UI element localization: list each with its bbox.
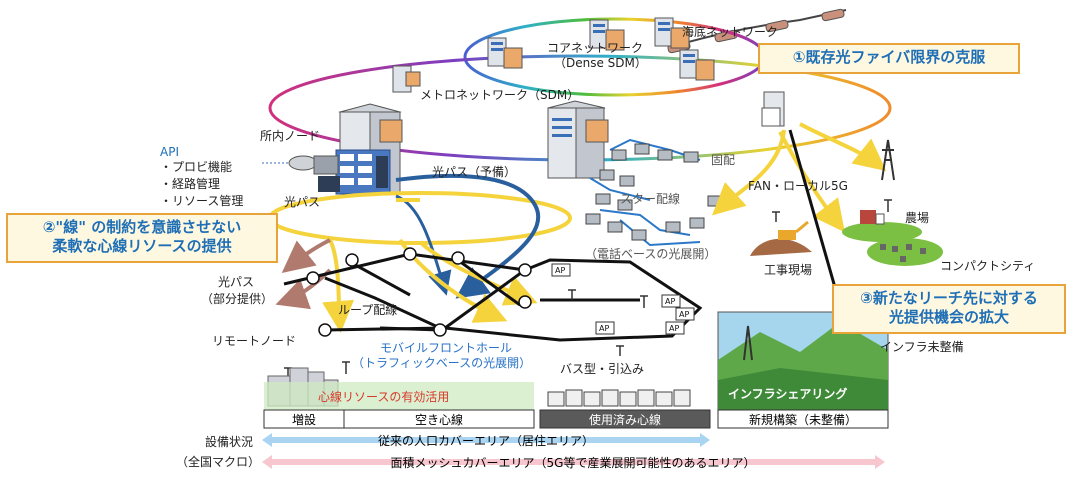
mobile-fronthaul-label-2: （トラフィックベースの光展開）	[352, 356, 531, 370]
loop-nodes	[306, 247, 532, 337]
partial-path-arrows	[275, 238, 332, 310]
status-new-label: 新規構築（未整備）	[749, 412, 857, 427]
callout-overcome-limit: ①既存光ファイバ限界の克服	[758, 43, 1020, 74]
status-expansion-label: 増設	[292, 412, 316, 427]
api-item-3: ・リソース管理	[160, 193, 243, 208]
office-node-server	[335, 103, 403, 195]
api-item-2: ・経路管理	[160, 176, 220, 191]
central-office-server	[547, 100, 609, 179]
callout-2-line-1: ②"線" の制約を意識させない	[42, 218, 242, 236]
star-wiring-label: スター配線	[620, 191, 680, 206]
metro-server	[392, 65, 421, 93]
area-mesh-label: 面積メッシュカバーエリア（5G等で産業展開可能性のあるエリア）	[391, 455, 756, 470]
construction-site-label: 工事現場	[764, 263, 812, 277]
office-node-label: 所内ノード	[260, 129, 320, 143]
callout-new-reach: ③新たなリーチ先に対する 光提供機会の拡大	[832, 284, 1066, 334]
fixed-label: 固配	[711, 153, 735, 167]
remote-node-label: リモートノード	[212, 334, 296, 348]
callout-3-line-1: ③新たなリーチ先に対する	[860, 289, 1038, 307]
effective-use-label: 心線リソースの有効活用	[318, 389, 449, 404]
core-label-2: （Dense SDM）	[554, 56, 647, 70]
status-used-label: 使用済み心線	[589, 412, 661, 427]
status-box-idle: 空き心線	[343, 409, 535, 429]
compact-city-label: コンパクトシティ	[940, 259, 1035, 273]
backup-optical-path	[395, 173, 541, 299]
loop-wiring	[283, 252, 703, 342]
national-macro-label: （全国マクロ）	[176, 454, 260, 469]
core-label-1: コアネットワーク	[547, 41, 643, 55]
metro-label: メトロネットワーク（SDM）	[420, 88, 579, 102]
ap-label: AP	[599, 324, 609, 333]
mobile-fronthaul-label-1: モバイルフロントホール	[380, 341, 512, 355]
ap-label: AP	[669, 324, 679, 333]
coverage-arrow-area: 面積メッシュカバーエリア（5G等で産業展開可能性のあるエリア）	[262, 455, 885, 470]
status-idle-label: 空き心線	[415, 412, 463, 427]
loop-wiring-label: ループ配線	[338, 302, 397, 317]
callout-flexible-core: ②"線" の制約を意識させない 柔軟な心線リソースの提供	[6, 213, 278, 263]
onu-device	[262, 155, 339, 175]
status-box-used: 使用済み心線	[539, 409, 711, 429]
infra-undeveloped-label: インフラ未整備	[880, 339, 964, 354]
submarine-label: 海底ネットワーク	[682, 24, 778, 39]
farm-icon	[842, 210, 922, 242]
status-box-expansion: 増設	[263, 409, 345, 429]
coverage-arrow-population: 従来の人口カバーエリア（居住エリア）	[262, 433, 710, 448]
callout-1-text: ①既存光ファイバ限界の克服	[792, 48, 986, 66]
buildings-used	[547, 389, 691, 407]
population-area-label: 従来の人口カバーエリア（居住エリア）	[378, 434, 594, 448]
bus-type-label: バス型・引込み	[560, 362, 644, 376]
optical-path-label: 光パス	[284, 195, 320, 209]
effective-use-band	[264, 382, 534, 410]
facility-status-label: 設備状況	[205, 434, 253, 449]
terminal-monitor	[318, 176, 340, 192]
optical-path-partial-1: 光パス	[218, 275, 254, 289]
compact-city-icon	[867, 238, 943, 266]
api-item-1: ・プロビ機能	[160, 159, 232, 174]
optical-path-backup-label: 光パス（予備）	[432, 164, 516, 179]
construction-site-icon	[750, 220, 812, 256]
optical-path-partial-2: （部分提供）	[201, 291, 273, 306]
callout-3-line-2: 光提供機会の拡大	[888, 308, 1009, 326]
farm-label: 農場	[905, 211, 929, 225]
callout-2-line-2: 柔軟な心線リソースの提供	[52, 237, 232, 255]
ap-label: AP	[665, 297, 675, 306]
ap-label: AP	[555, 266, 565, 275]
metro-edge-server	[761, 91, 785, 127]
api-label: API	[160, 145, 179, 159]
fan-5g-label: FAN・ローカル5G	[748, 179, 848, 193]
antenna-icons	[284, 199, 892, 380]
infra-sharing-label: インフラシェアリング	[728, 386, 847, 401]
phone-base-label: （電話ベースの光展開）	[585, 246, 716, 261]
ap-boxes	[551, 263, 695, 335]
infra-sharing-scene	[717, 311, 889, 411]
ap-label: AP	[679, 310, 689, 319]
status-box-new: 新規構築（未整備）	[717, 409, 889, 429]
cell-tower-icon	[881, 139, 895, 181]
